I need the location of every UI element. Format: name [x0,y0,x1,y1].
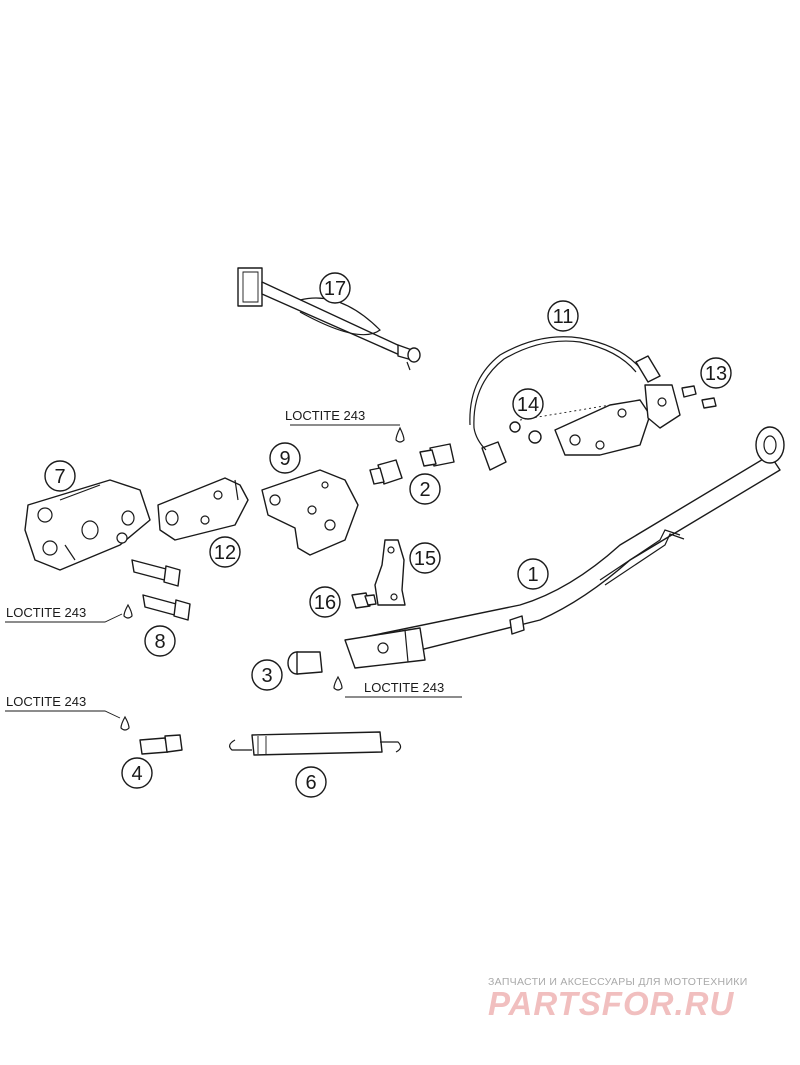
callout-3-label: 3 [261,665,272,687]
part-12-plate [157,477,249,541]
part-4-stud [139,734,183,755]
callout-6: 6 [295,766,327,798]
part-8-bolts [131,559,191,621]
part-6-spring [229,731,402,756]
callout-9: 9 [269,442,301,474]
callout-11-label: 11 [553,306,574,328]
callout-13-label: 13 [705,363,727,385]
part-17-rod [237,267,421,371]
watermark: ЗАПЧАСТИ И АКСЕССУАРЫ ДЛЯ МОТОТЕХНИКИ PA… [488,976,748,1022]
callout-8: 8 [144,625,176,657]
part-7-bracket [24,479,151,571]
callout-4: 4 [121,757,153,789]
part-1-side-stand [344,426,785,669]
callout-2-label: 2 [419,479,430,501]
callout-9-label: 9 [279,448,290,470]
callout-17-label: 17 [324,278,346,300]
part-13-14-switch-bracket [509,384,717,456]
callout-15: 15 [409,542,441,574]
callout-1: 1 [517,558,549,590]
callout-17: 17 [319,272,351,304]
callout-12: 12 [209,536,241,568]
callout-6-label: 6 [305,772,316,794]
callout-15-label: 15 [414,548,436,570]
loctite-markers [5,424,462,731]
part-3-bolt [287,651,323,675]
callout-3: 3 [251,659,283,691]
callout-14-label: 14 [517,394,539,416]
part-16-bolt [351,592,377,609]
callout-14: 14 [512,388,544,420]
loctite-label-4: LOCTITE 243 [6,694,86,709]
callout-1-label: 1 [527,564,538,586]
part-15-bracket [374,539,406,606]
callout-2: 2 [409,473,441,505]
callout-16: 16 [309,586,341,618]
callout-11: 11 [547,300,579,332]
callout-13: 13 [700,357,732,389]
part-9-plate [261,469,359,556]
callout-8-label: 8 [154,631,165,653]
loctite-label-2: LOCTITE 243 [6,605,86,620]
loctite-label-3: LOCTITE 243 [364,680,444,695]
callout-7-label: 7 [54,466,65,488]
callout-7: 7 [44,460,76,492]
part-11-cable [469,336,661,471]
watermark-subtitle: ЗАПЧАСТИ И АКСЕССУАРЫ ДЛЯ МОТОТЕХНИКИ [488,976,748,988]
callout-4-label: 4 [131,763,142,785]
callout-16-label: 16 [314,592,336,614]
callout-12-label: 12 [214,542,236,564]
part-2-bolts [369,443,455,485]
watermark-brand: PARTSFOR.RU [488,985,734,1022]
loctite-label-1: LOCTITE 243 [285,408,365,423]
